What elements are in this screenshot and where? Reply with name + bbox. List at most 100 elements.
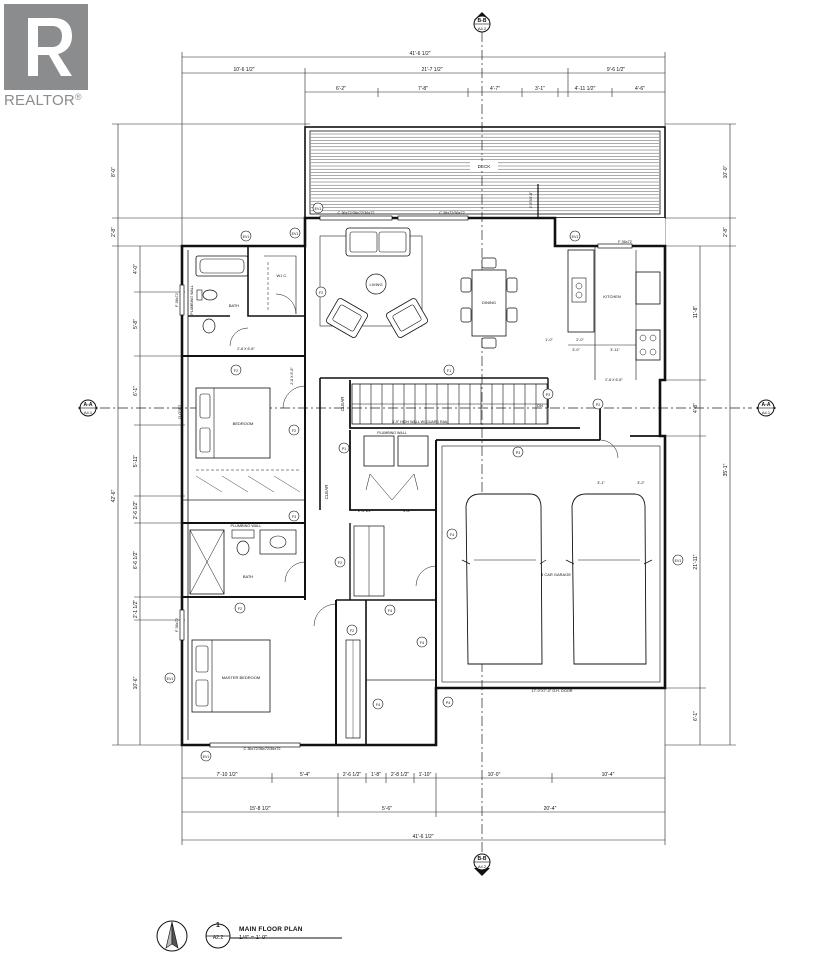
windows: C 36x72/36x72/36x72 C 36x72/36x72 F 36x7… [175,211,633,751]
svg-text:P2: P2 [546,393,550,397]
upper-bath: BATH W.I.C. PLUMBING WALL 2'-8 X 6'-8" [190,255,297,351]
tag: EV1 [164,672,176,684]
svg-text:F3: F3 [292,515,296,519]
tag: F2 [288,424,300,436]
dim-left-inner: 5'-8" [133,319,139,329]
svg-text:F4: F4 [450,533,454,537]
svg-text:F2: F2 [319,291,323,295]
tag: F3 [288,510,300,522]
registered-mark: ® [74,92,82,102]
dim-left-inner: 6'-1" [133,386,139,396]
dim-right-outer: 35'-1" [723,463,729,476]
title-block: 1 A2.2 MAIN FLOOR PLAN 1/4" = 1'-0" [156,916,356,956]
tag: F2 [315,286,327,298]
dim-bottom-mid: 20'-4" [544,806,557,812]
dim-bottom-seg: 5'-4" [300,772,310,778]
deck-label: DECK [478,164,492,169]
tag: P2 [592,398,604,410]
dim-bottom-seg: 10'-4" [602,772,615,778]
callout-tags: EV1 EV1 EV1 EV1 EV1 EV1 EV1 F1 F2 F2 F2 … [164,202,684,762]
svg-text:F4: F4 [420,641,424,645]
kitchen-label: KITCHEN [603,294,621,299]
svg-text:F2: F2 [238,607,242,611]
master-bedroom-label: MASTER BEDROOM [222,675,260,680]
dim-bottom-seg: 2'-8 1/2" [391,772,410,778]
kitchen: KITCHEN 1'-0" 2'-0" 3'-0" 3'-11" [545,249,661,380]
dim-hall-1: 2'-4 1/2" [358,509,373,513]
tag: P4 [442,696,454,708]
north-arrow-icon [156,920,342,952]
dim-kitchen: 2'-0" [576,338,584,342]
svg-text:F2: F2 [350,629,354,633]
svg-text:P2: P2 [596,403,600,407]
dim-top-seg: 6'-2" [336,86,346,92]
dim-top-seg: 7'-8" [418,86,428,92]
section-marker-right-sheet: A4.1 [762,410,771,415]
realtor-logo-mark [4,4,88,90]
dim-left-inner: 4'-0" [133,264,139,274]
section-marker-right-id: A-A [762,402,771,408]
dining-label: DINING [482,300,496,305]
drawing-title: MAIN FLOOR PLAN [239,926,303,933]
dim-right-outer: 10'-0" [723,165,729,178]
svg-text:EV1: EV1 [315,207,322,211]
bath-upper-label: BATH [229,303,239,308]
svg-text:F2: F2 [338,561,342,565]
svg-text:EV1: EV1 [292,232,299,236]
dim-right-inner: 4'-8" [693,403,699,413]
tag: P1 [338,442,350,454]
dim-left-inner: 10'-6" [133,676,139,689]
dim-top-seg: 4'-6" [635,86,645,92]
tag: F4 [384,604,396,616]
top-dimensions: 41'-6 1/2" 10'-6 1/2" 21'-7 1/2" 9'-6 1/… [181,51,666,250]
plumbing-wall-label-2: PLUMBING WALL [230,524,261,528]
svg-text:F2: F2 [292,429,296,433]
dim-right-inner: 6'-1" [693,711,699,721]
right-dimensions: 10'-0" 2'-8" 35'-1" 11'-8" 4'-8" 21'-11"… [665,123,736,746]
section-marker-top: B-B A4.2 [473,12,491,33]
dim-top-left: 10'-6 1/2" [233,67,254,73]
sheet-number: A2.2 [212,935,224,941]
drawing-number: 1 [216,922,220,929]
stair-down-label: DN [537,403,543,408]
dim-kitchen: 3'-11" [610,348,620,352]
dim-bottom-seg: 7'-10 1/2" [216,772,237,778]
deck-stair-dim: 2'-6"X6'-8" [529,191,533,208]
bottom-dimensions: 7'-10 1/2" 5'-4" 2'-6 1/2" 1'-8" 2'-8 1/… [181,688,666,845]
section-marker-bottom-id: B-B [478,856,487,862]
dim-bottom-overall: 41'-6 1/2" [412,834,433,840]
svg-text:P1: P1 [342,447,346,451]
dim-right-outer: 2'-8" [723,227,729,237]
svg-text:F1: F1 [447,369,451,373]
dim-bottom-mid: 15'-8 1/2" [249,806,270,812]
door-dim-bedroom: 2'-8 X 6'-8" [290,367,294,385]
tag: EV1 [569,230,581,242]
tag: F2 [334,556,346,568]
hall-clear-label: CLEAR [324,485,329,500]
dim-left-inner: 2'-6 1/2" [133,501,139,520]
dim-top-seg: 4'-7" [490,86,500,92]
tag: EV1 [240,230,252,242]
tag: P2 [542,388,554,400]
garage-label: 3 CAR GARAGE [541,572,571,577]
section-marker-left: A-A A4.1 [78,399,98,417]
dim-right-inner: 21'-11" [693,554,699,569]
section-marker-top-id: B-B [478,18,487,24]
dim-top-seg: 4'-11 1/2" [575,86,596,92]
dim-left-outer: 2'-8" [111,227,117,237]
tag: F2 [230,364,242,376]
door-dim-garage: 2'-8 X 6'-8" [605,378,623,382]
living-furniture: LIVING [319,227,429,338]
svg-text:P4: P4 [446,701,450,705]
tag: F2 [234,602,246,614]
bedroom-label: BEDROOM [233,421,254,426]
realtor-logo-text: REALTOR [4,92,75,109]
section-marker-bottom-sheet: A4.2 [478,864,487,869]
tag: F4 [372,698,384,710]
window-tag-bottom: C 36x72/36x72/36x72 [244,747,281,751]
svg-text:F4: F4 [376,703,380,707]
dim-left-inner: 6'-6 1/2" [133,551,139,570]
dim-kitchen: 1'-0" [545,338,553,342]
section-marker-left-id: A-A [84,402,93,408]
